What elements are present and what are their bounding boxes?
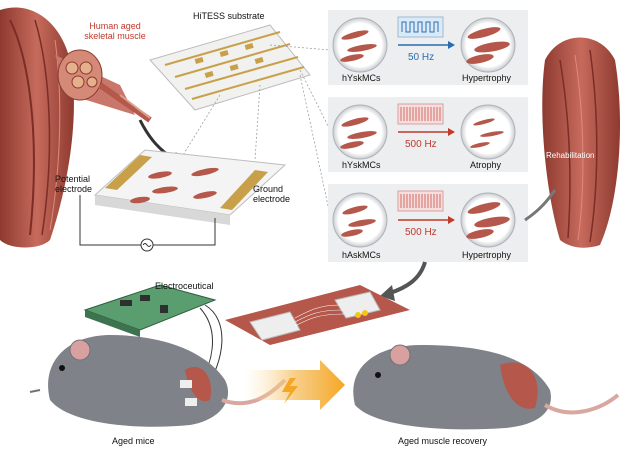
zoom-lines xyxy=(179,44,331,216)
panel-3-outcome-label: Hypertrophy xyxy=(462,250,512,260)
dense-wave-icon xyxy=(400,107,441,121)
rehabilitation-label: Rehabilitation xyxy=(546,151,595,160)
arrow-right-icon xyxy=(448,41,455,49)
stimulation-arrow-icon xyxy=(245,360,345,410)
panel-3 xyxy=(328,184,528,262)
panel-1-outcome-label: Hypertrophy xyxy=(462,73,512,83)
muscle-label: Human aged skeletal muscle xyxy=(84,21,146,41)
recovery-label: Aged muscle recovery xyxy=(398,436,488,446)
panel-1-freq-label: 50 Hz xyxy=(408,52,435,63)
dense-wave-icon xyxy=(400,194,441,208)
down-arrow-icon xyxy=(389,261,427,295)
lightning-icon xyxy=(282,378,298,404)
electrode-device xyxy=(79,149,287,252)
electroceutical-label: Electroceutical xyxy=(155,281,214,291)
substrate-label: HiTESS substrate xyxy=(193,11,265,21)
panel-2 xyxy=(328,97,528,172)
panel-1-cell-label: hYskMCs xyxy=(342,73,381,83)
panel-2-freq-label: 500 Hz xyxy=(405,139,437,150)
panel-2-cell-label: hYskMCs xyxy=(342,160,381,170)
panel-1 xyxy=(328,10,528,85)
aged-mice-label: Aged mice xyxy=(112,436,155,446)
arrow-right-icon xyxy=(448,216,455,224)
panel-3-cell-label: hAskMCs xyxy=(342,250,381,260)
hitess-substrate xyxy=(149,24,311,111)
panel-2-outcome-label: Atrophy xyxy=(470,160,502,170)
arrow-right-icon xyxy=(448,128,455,136)
rehabilitation-arrow-icon xyxy=(524,189,557,222)
panel-3-freq-label: 500 Hz xyxy=(405,227,437,238)
ground-electrode-label: Ground electrode xyxy=(253,184,291,204)
electroceutical-board xyxy=(83,284,223,396)
square-wave-icon xyxy=(401,21,439,33)
muscle-bundle-cross-section xyxy=(55,49,152,123)
recovered-mouse xyxy=(353,344,620,430)
leg-muscle-illustration xyxy=(0,7,74,248)
arm-muscle-illustration xyxy=(542,37,620,248)
implant-patch xyxy=(225,285,410,345)
potential-electrode-label: Potential electrode xyxy=(55,174,93,194)
